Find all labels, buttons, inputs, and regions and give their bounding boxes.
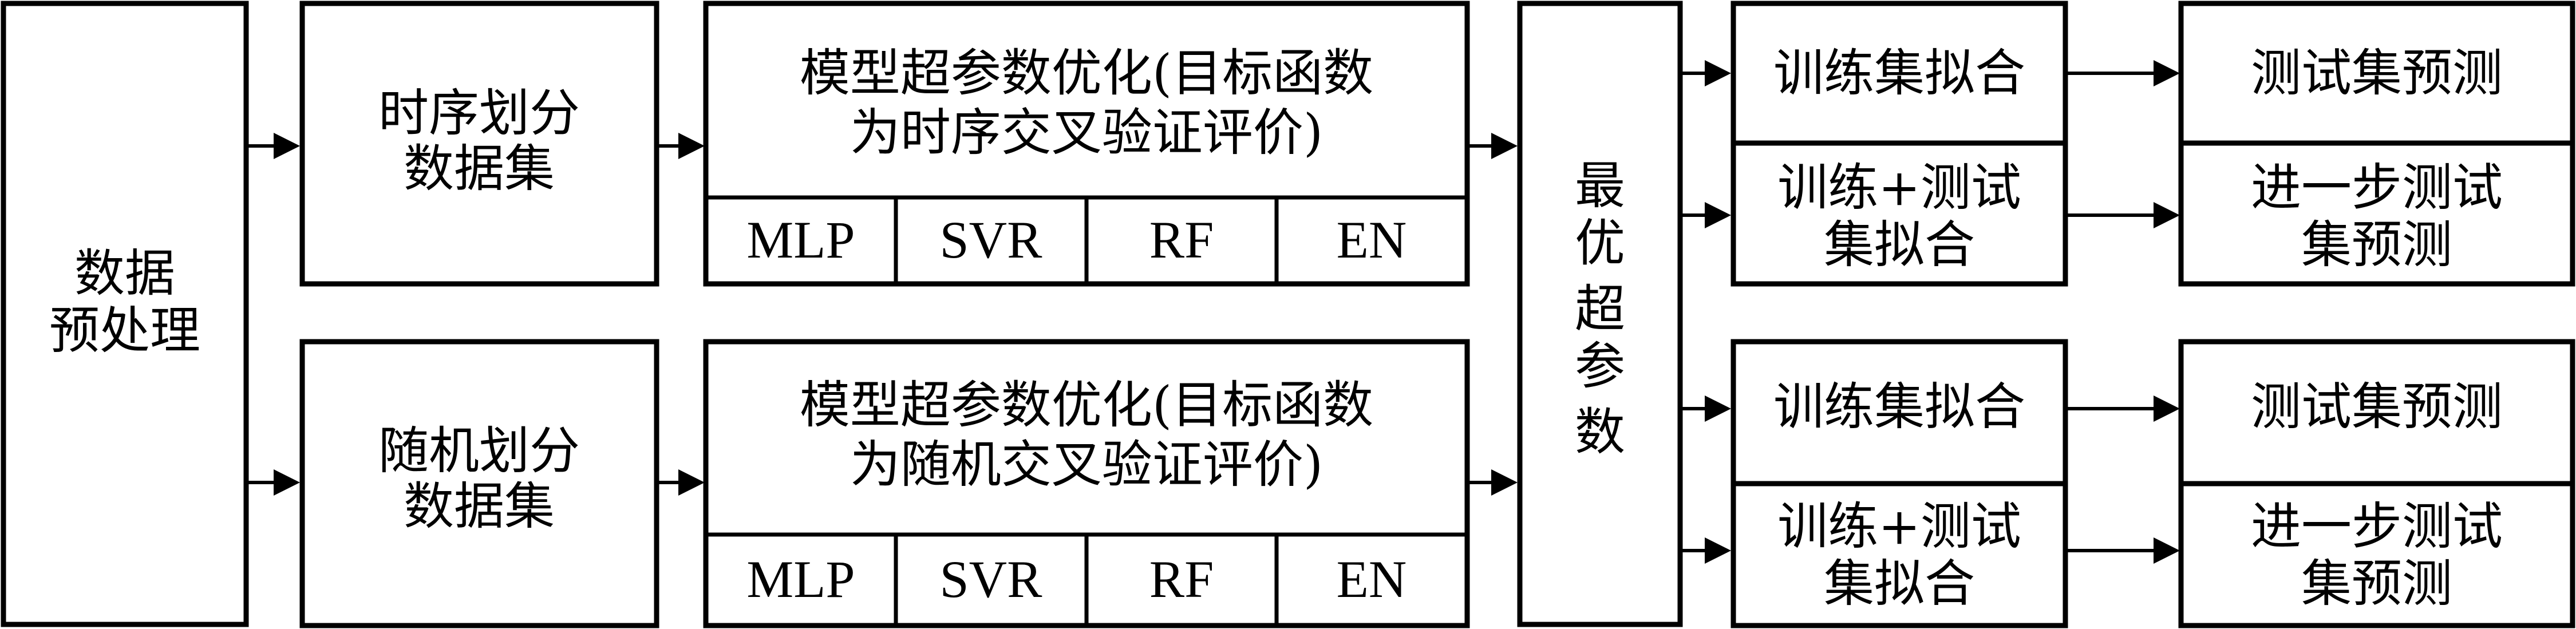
opt-time-line2: 为时序交叉验证评价) bbox=[850, 103, 1323, 162]
fit-train-test-box-1: 训练+测试 集拟合 bbox=[1730, 140, 2068, 287]
fit-train-box-1: 训练集拟合 bbox=[1730, 1, 2068, 146]
best-char-2: 优 bbox=[1575, 213, 1625, 272]
arrow-best-to-fit-3 bbox=[1681, 395, 1731, 422]
fit-train-label-1: 训练集拟合 bbox=[1773, 43, 2025, 102]
fit-train-test-line2-1: 集拟合 bbox=[1824, 215, 1975, 274]
pred-test-label-2: 测试集预测 bbox=[2251, 377, 2503, 436]
model-mlp-top: MLP bbox=[746, 211, 855, 269]
random-split-line1: 随机划分 bbox=[378, 421, 580, 480]
pred-further-line1-1: 进一步测试 bbox=[2251, 158, 2503, 217]
arrow-time-split-to-opt bbox=[658, 133, 705, 159]
arrow-fit-to-pred-3 bbox=[2067, 395, 2180, 422]
model-svr-bottom: SVR bbox=[940, 550, 1043, 608]
time-split-line1: 时序划分 bbox=[378, 84, 580, 143]
preprocess-line2: 预处理 bbox=[49, 301, 200, 360]
time-split-box: 时序划分 数据集 bbox=[299, 1, 659, 287]
model-mlp-bottom: MLP bbox=[746, 550, 855, 608]
opt-time-box: 模型超参数优化(目标函数 为时序交叉验证评价) MLP SVR RF EN bbox=[703, 1, 1470, 287]
fit-train-test-line1-2: 训练+测试 bbox=[1777, 497, 2021, 556]
preprocess-line1: 数据 bbox=[74, 244, 175, 303]
pred-further-line1-2: 进一步测试 bbox=[2251, 497, 2503, 556]
preprocess-box: 数据 预处理 bbox=[1, 1, 249, 627]
fit-train-test-box-2: 训练+测试 集拟合 bbox=[1730, 481, 2068, 628]
model-en-top: EN bbox=[1337, 211, 1407, 269]
model-rf-bottom: RF bbox=[1149, 550, 1214, 608]
arrow-best-to-fit-1 bbox=[1681, 60, 1731, 86]
best-char-3: 超 bbox=[1575, 279, 1625, 338]
random-split-box: 随机划分 数据集 bbox=[299, 339, 659, 628]
fit-train-box-2: 训练集拟合 bbox=[1730, 339, 2068, 486]
arrow-opt-random-to-best bbox=[1468, 469, 1518, 496]
best-char-5: 数 bbox=[1575, 402, 1625, 461]
time-split-line2: 数据集 bbox=[404, 139, 555, 198]
best-char-4: 参 bbox=[1575, 337, 1625, 395]
arrow-opt-time-to-best bbox=[1468, 133, 1518, 159]
arrow-best-to-fit-2 bbox=[1681, 202, 1731, 228]
fit-train-label-2: 训练集拟合 bbox=[1773, 377, 2025, 436]
pred-further-box-1: 进一步测试 集预测 bbox=[2178, 140, 2575, 287]
opt-time-line1: 模型超参数优化(目标函数 bbox=[800, 43, 1373, 102]
fit-train-test-line2-2: 集拟合 bbox=[1824, 554, 1975, 613]
pred-test-box-2: 测试集预测 bbox=[2178, 339, 2575, 486]
pred-further-line2-1: 集预测 bbox=[2301, 215, 2452, 274]
random-split-line2: 数据集 bbox=[404, 477, 555, 536]
arrow-best-to-fit-4 bbox=[1681, 537, 1731, 564]
model-en-bottom: EN bbox=[1337, 550, 1407, 608]
opt-random-line1: 模型超参数优化(目标函数 bbox=[800, 375, 1373, 434]
pred-test-label-1: 测试集预测 bbox=[2251, 43, 2503, 102]
model-rf-top: RF bbox=[1149, 211, 1214, 269]
pred-further-line2-2: 集预测 bbox=[2301, 554, 2452, 613]
arrow-preprocess-to-time-split bbox=[247, 133, 300, 159]
pred-further-box-2: 进一步测试 集预测 bbox=[2178, 481, 2575, 628]
arrow-fit-to-pred-2 bbox=[2067, 202, 2180, 228]
arrow-fit-to-pred-1 bbox=[2067, 60, 2180, 86]
fit-train-test-line1-1: 训练+测试 bbox=[1777, 158, 2021, 217]
arrow-random-split-to-opt bbox=[658, 469, 705, 496]
best-char-1: 最 bbox=[1575, 156, 1625, 215]
best-params-box: 最 优 超 参 数 bbox=[1517, 1, 1683, 627]
opt-random-line2: 为随机交叉验证评价) bbox=[850, 435, 1323, 494]
pred-test-box-1: 测试集预测 bbox=[2178, 1, 2575, 146]
arrow-fit-to-pred-4 bbox=[2067, 537, 2180, 564]
opt-random-box: 模型超参数优化(目标函数 为随机交叉验证评价) MLP SVR RF EN bbox=[703, 339, 1470, 628]
arrow-preprocess-to-random-split bbox=[247, 469, 300, 496]
model-svr-top: SVR bbox=[940, 211, 1043, 269]
